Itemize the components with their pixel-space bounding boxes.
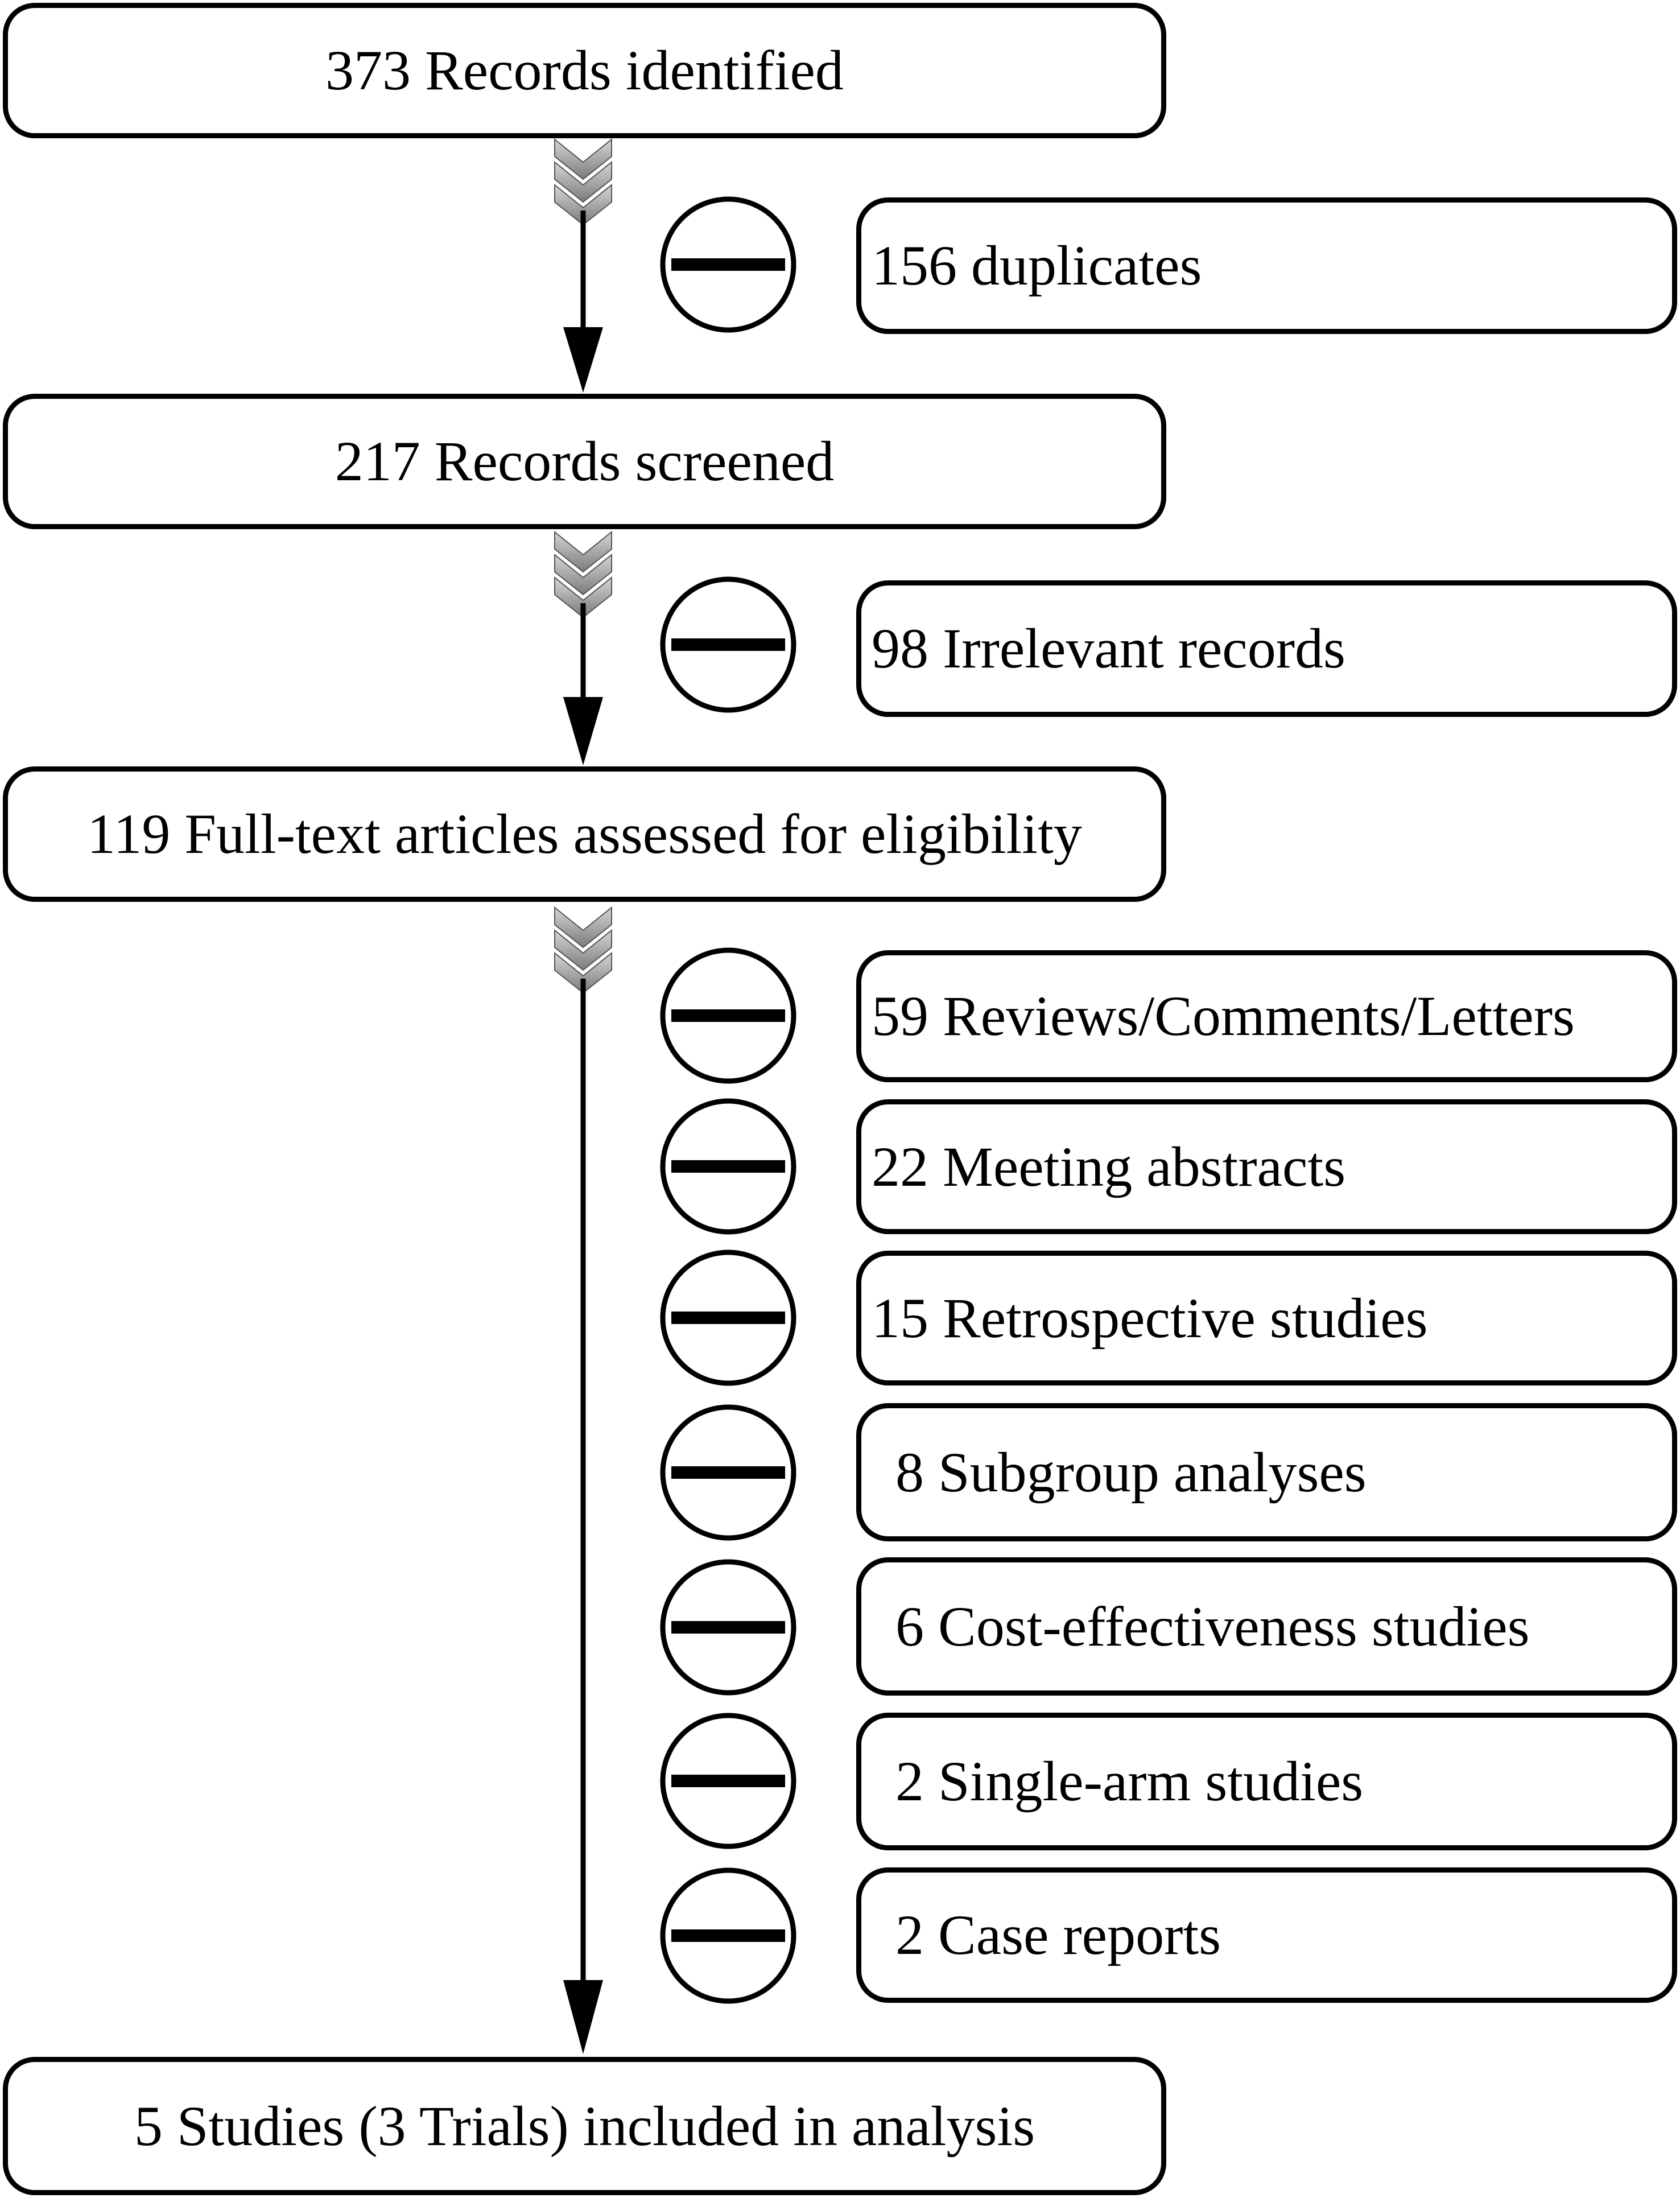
arrow-1 [554, 138, 612, 393]
arrow-2 [554, 530, 612, 765]
arrowhead-icon [563, 327, 603, 393]
exclusion-box-reviews: 59 Reviews/Comments/Letters [856, 950, 1677, 1082]
minus-circle-icon [660, 1404, 796, 1541]
arrowhead-icon [563, 1980, 603, 2054]
exclusion-label: 22 Meeting abstracts [872, 1135, 1346, 1198]
minus-circle-icon [660, 1559, 796, 1696]
exclusion-label: 2 Case reports [895, 1903, 1221, 1966]
minus-circle-icon [660, 1867, 796, 2004]
exclusion-box-case-reports: 2 Case reports [856, 1867, 1677, 2003]
studies-included-box: 5 Studies (3 Trials) included in analysi… [3, 2057, 1166, 2195]
minus-circle-icon [660, 1713, 796, 1849]
exclusion-box-meeting-abstracts: 22 Meeting abstracts [856, 1099, 1677, 1234]
exclusion-label: 6 Cost-effectiveness studies [895, 1594, 1530, 1658]
exclusion-box-single-arm: 2 Single-arm studies [856, 1713, 1677, 1850]
minus-circle-icon [660, 196, 796, 333]
records-screened-box: 217 Records screened [3, 394, 1166, 529]
exclusion-label: 8 Subgroup analyses [895, 1440, 1367, 1504]
arrowhead-icon [563, 697, 603, 765]
minus-circle-icon [660, 1249, 796, 1386]
exclusion-label: 156 duplicates [872, 234, 1202, 297]
arrow-3 [554, 906, 612, 2054]
records-identified-box: 373 Records identified [3, 3, 1166, 138]
exclusion-box-cost-effectiveness: 6 Cost-effectiveness studies [856, 1557, 1677, 1696]
minus-circle-icon [660, 947, 796, 1084]
minus-circle-icon [660, 576, 796, 713]
box-label: 217 Records screened [335, 430, 835, 493]
exclusion-label: 98 Irrelevant records [872, 617, 1345, 680]
exclusion-box-retrospective: 15 Retrospective studies [856, 1251, 1677, 1385]
minus-circle-icon [660, 1098, 796, 1235]
exclusion-label: 15 Retrospective studies [872, 1286, 1428, 1350]
exclusion-box-irrelevant: 98 Irrelevant records [856, 580, 1677, 717]
exclusion-box-subgroup: 8 Subgroup analyses [856, 1403, 1677, 1541]
box-label: 5 Studies (3 Trials) included in analysi… [134, 2094, 1035, 2158]
exclusion-label: 59 Reviews/Comments/Letters [872, 984, 1575, 1048]
exclusion-label: 2 Single-arm studies [895, 1750, 1364, 1813]
full-text-assessed-box: 119 Full-text articles assessed for elig… [3, 766, 1166, 902]
box-label: 119 Full-text articles assessed for elig… [87, 802, 1082, 865]
box-label: 373 Records identified [325, 39, 844, 102]
exclusion-box-duplicates: 156 duplicates [856, 197, 1677, 334]
